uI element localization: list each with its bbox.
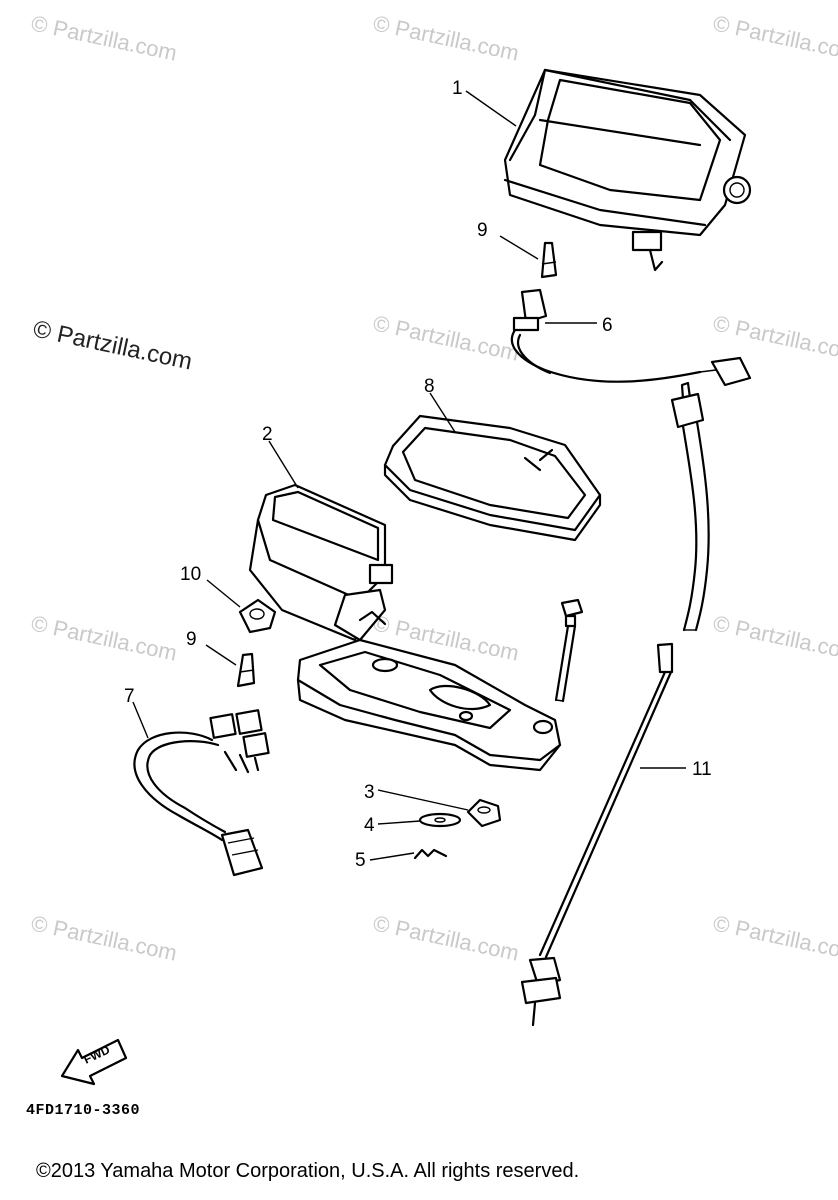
part-9-bulb-lower [236, 652, 256, 688]
part-10-grommet [238, 598, 277, 634]
part-8-gasket [383, 414, 602, 542]
callout-2: 2 [262, 424, 273, 445]
watermark: © Partzilla.com [711, 610, 838, 665]
callout-9-lower: 9 [186, 629, 197, 650]
watermark: © Partzilla.com [371, 310, 521, 365]
callout-3: 3 [364, 782, 375, 803]
callout-11: 11 [692, 759, 712, 780]
part-7-wire-harness [133, 709, 270, 877]
watermark: © Partzilla.com [711, 10, 838, 65]
watermark: © Partzilla.com [29, 910, 179, 965]
callout-7: 7 [124, 686, 135, 707]
copyright-notice: ©2013 Yamaha Motor Corporation, U.S.A. A… [36, 1160, 580, 1182]
watermark: © Partzilla.com [371, 910, 521, 965]
watermark: © Partzilla.com [29, 10, 179, 65]
bolt [554, 598, 584, 703]
callout-1: 1 [452, 78, 463, 99]
callout-6: 6 [602, 315, 613, 336]
watermark: © Partzilla.com [29, 610, 179, 665]
part-6-socket-lead [510, 288, 752, 387]
callout-5: 5 [355, 850, 366, 871]
watermark: © Partzilla.com [711, 310, 838, 365]
part-2-bracket [296, 610, 562, 772]
part-5-clip [413, 848, 448, 860]
callout-8: 8 [424, 376, 435, 397]
watermark: © Partzilla.com [31, 315, 195, 375]
callout-9-upper: 9 [477, 220, 488, 241]
part-9-bulb-upper [540, 241, 558, 279]
fwd-arrow-icon: FWD [60, 1038, 128, 1086]
callout-labels: 1 2 3 4 5 6 7 8 9 9 10 11 [124, 78, 712, 871]
part-4-washer [418, 812, 462, 828]
diagram-code: 4FD1710-3360 [26, 1102, 141, 1119]
watermark: © Partzilla.com [711, 910, 838, 965]
watermark: © Partzilla.com [371, 10, 521, 65]
part-11-speedometer-cable [520, 381, 710, 1027]
part-3-grommet [466, 798, 502, 828]
callout-4: 4 [364, 815, 375, 836]
callout-10: 10 [180, 564, 201, 585]
part-1-meter-housing [503, 68, 752, 272]
leader-lines [132, 90, 686, 861]
part-2-gauge-body [248, 483, 394, 642]
